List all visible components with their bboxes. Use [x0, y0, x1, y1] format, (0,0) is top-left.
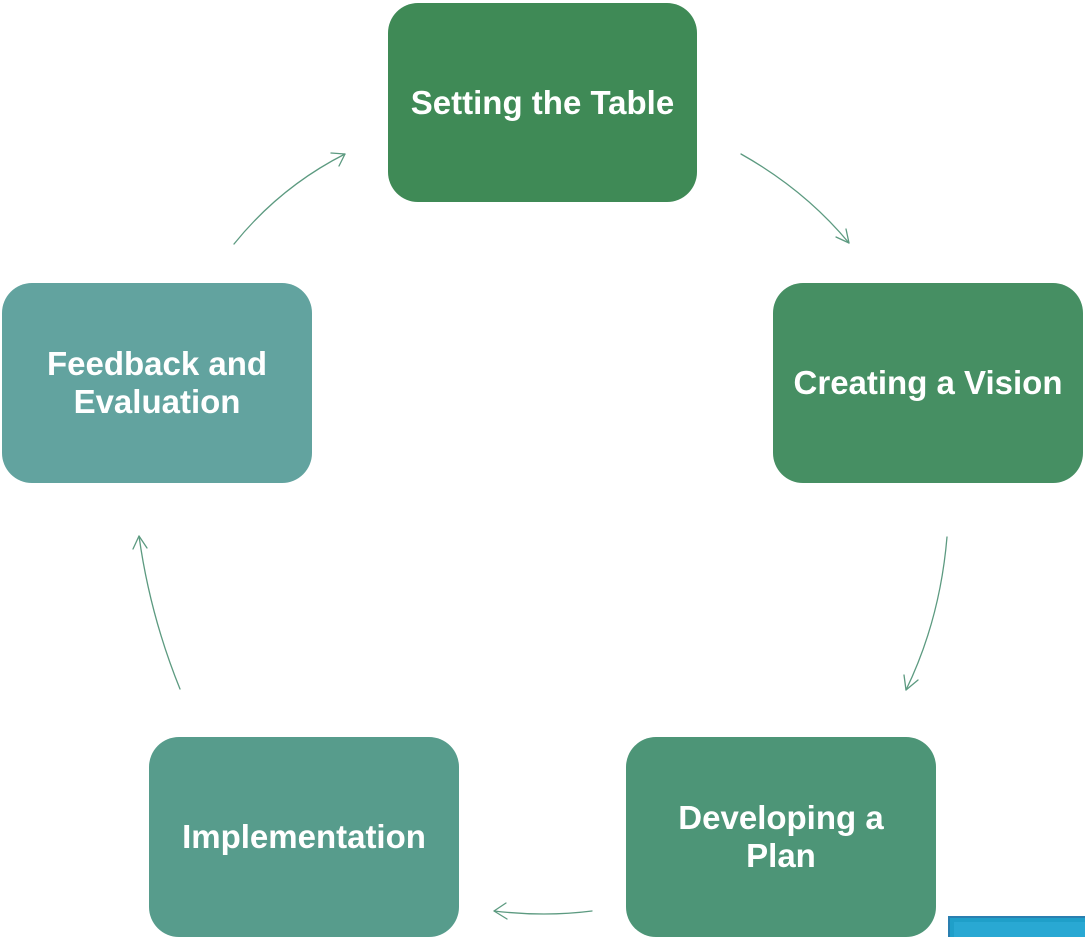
node-label: Feedback and Evaluation: [46, 345, 268, 420]
node-creating-a-vision: Creating a Vision: [773, 283, 1083, 483]
arrow-vision-to-plan: [905, 536, 948, 691]
node-label: Setting the Table: [410, 83, 675, 121]
arrow-vision-to-plan-head: [903, 674, 919, 691]
node-label: Implementation: [182, 818, 426, 855]
arrow-plan-to-implementation: [493, 910, 593, 915]
arrow-setting-to-vision-head: [835, 228, 850, 244]
node-feedback-and-evaluation: Feedback and Evaluation: [2, 283, 312, 483]
node-label: Developing a Plan: [678, 799, 884, 874]
arrow-implementation-to-feedback: [138, 535, 181, 690]
node-developing-a-plan: Developing a Plan: [626, 737, 936, 937]
arrow-setting-to-vision: [740, 153, 850, 244]
node-label: Creating a Vision: [793, 364, 1063, 401]
node-setting-the-table: Setting the Table: [388, 3, 697, 202]
corner-logo: [948, 916, 1085, 937]
arrow-feedback-to-setting-head: [330, 152, 346, 167]
arrow-implementation-to-feedback-head: [132, 535, 148, 550]
arrow-plan-to-implementation-head: [493, 902, 508, 920]
arrow-feedback-to-setting: [233, 153, 346, 245]
node-implementation: Implementation: [149, 737, 459, 937]
